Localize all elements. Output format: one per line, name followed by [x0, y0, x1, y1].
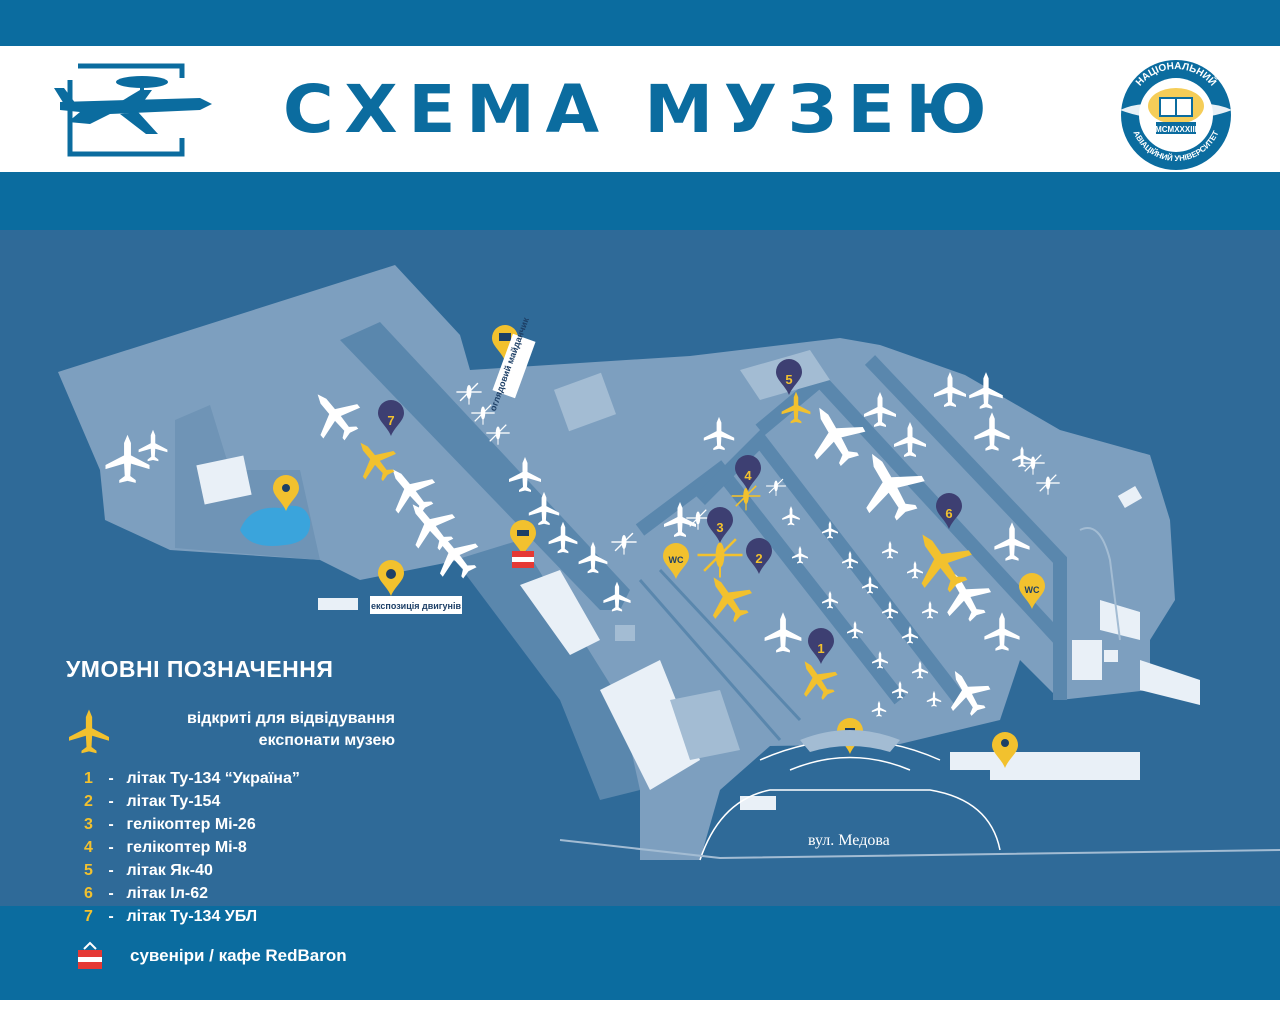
legend-souvenir-icon — [78, 941, 102, 969]
exhibit-pins[interactable]: 7 5 4 3 2 6 1 — [378, 359, 962, 664]
souvenir-map-icon[interactable] — [512, 551, 534, 568]
person-icon — [1001, 739, 1009, 747]
logo-frame — [67, 63, 185, 157]
museum-map: 7 5 4 3 2 6 1 — [58, 265, 1280, 861]
legend-open-exhibits-text: відкриті для відвідування експонати музе… — [186, 710, 395, 749]
top-band — [0, 0, 1280, 46]
legend-item: 7- літак Ту-134 УБЛ — [84, 908, 258, 925]
header-bar — [0, 46, 1280, 172]
legend-open-exhibit-icon — [69, 709, 109, 754]
svg-text:4: 4 — [744, 468, 752, 483]
boat-icon — [282, 484, 290, 492]
pin-2[interactable]: 2 — [746, 538, 772, 574]
pond — [240, 505, 311, 546]
pin-4[interactable]: 4 — [735, 455, 761, 491]
legend-item: 1- літак Ту-134 “Україна” — [84, 770, 300, 787]
svg-text:1: 1 — [817, 641, 824, 656]
svg-text:5: 5 — [785, 372, 792, 387]
legend-item: 3- гелікоптер Мі-26 — [84, 816, 256, 833]
info-pin[interactable] — [992, 732, 1018, 768]
legend-item: 6- літак Іл-62 — [84, 885, 208, 902]
footer-band — [0, 906, 1280, 1000]
svg-text:3: 3 — [716, 520, 723, 535]
pin-3[interactable]: 3 — [707, 507, 733, 543]
svg-text:експозиція двигунів: експозиція двигунів — [371, 601, 461, 611]
svg-text:7: 7 — [387, 413, 394, 428]
museum-logo — [54, 63, 212, 157]
entrance-square — [800, 730, 900, 752]
wc-pin-left[interactable]: WC — [663, 543, 689, 579]
svg-text:6: 6 — [945, 506, 952, 521]
wc-pin-right[interactable]: WC — [1019, 573, 1045, 609]
legend-souvenir-text: сувеніри / кафе RedBaron — [130, 946, 347, 965]
observation-deck-pin[interactable] — [492, 325, 518, 361]
roads — [559, 527, 1280, 860]
university-logo-year: MCMXXXIII — [1155, 125, 1197, 134]
pin-1[interactable]: 1 — [808, 628, 834, 664]
cafe-icon — [517, 530, 529, 536]
street-label: вул. Медова — [808, 832, 890, 849]
logo-radar-dome — [116, 76, 168, 88]
svg-text:2: 2 — [755, 551, 762, 566]
legend-item: 4- гелікоптер Мі-8 — [84, 839, 247, 856]
legend-item: 2- літак Ту-154 — [84, 793, 221, 810]
pin-7[interactable]: 7 — [378, 400, 404, 436]
pin-6[interactable]: 6 — [936, 493, 962, 529]
svg-text:WC: WC — [669, 555, 684, 565]
pin-5[interactable]: 5 — [776, 359, 802, 395]
binoculars-icon — [499, 333, 511, 341]
hangars — [553, 350, 830, 760]
svg-text:WC: WC — [1025, 585, 1040, 595]
legend-title: УМОВНІ ПОЗНАЧЕННЯ — [66, 656, 334, 682]
engines-pin[interactable] — [378, 560, 404, 596]
engines-exhibit-label: експозиція двигунів — [370, 596, 462, 614]
university-logo: MCMXXXIII НАЦІОНАЛЬНИЙ АВІАЦІЙНИЙ УНІВЕР… — [1120, 60, 1232, 170]
engine-icon — [386, 569, 396, 579]
buildings — [196, 455, 1200, 810]
footer-edge — [0, 1000, 1280, 1024]
pond-pin[interactable] — [273, 475, 299, 511]
cafe-pin[interactable] — [510, 520, 536, 556]
legend-item: 5- літак Як-40 — [84, 862, 213, 879]
page-title: СХЕМА МУЗЕЮ — [282, 71, 998, 148]
header-lower-band — [0, 172, 1280, 230]
